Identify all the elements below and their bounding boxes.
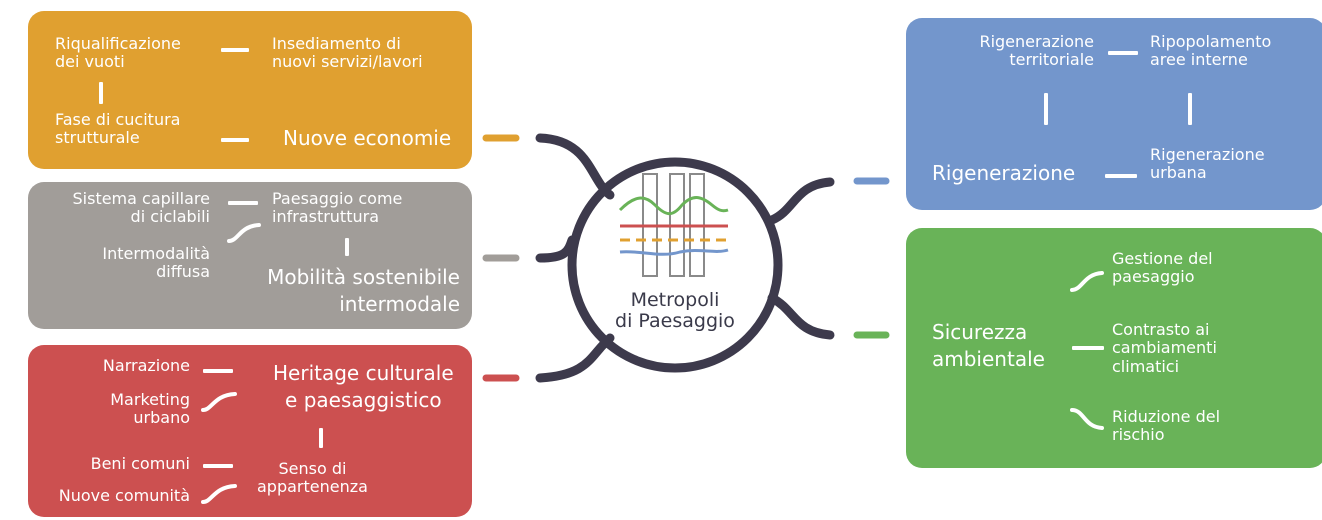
heritage-item-5: Senso di appartenenza [257, 459, 368, 497]
heritage-item-4: Nuove comunità [58, 486, 190, 505]
regeneration-title: Rigenerazione [932, 161, 1076, 185]
center-line1: Metropoli [630, 289, 720, 311]
economy-dash-1 [221, 48, 249, 52]
economy-title: Nuove economie [283, 126, 452, 150]
regeneration-vbar-2 [1188, 93, 1192, 125]
regeneration-item-3: Rigenerazione urbana [1150, 145, 1265, 183]
curve-economy [535, 133, 615, 200]
heritage-title: Heritage culturale e paesaggistico [273, 361, 454, 412]
mobility-item-3: Intermodalità diffusa [102, 244, 210, 282]
safety-item-1: Gestione del paesaggio [1112, 249, 1213, 287]
curve-regeneration [767, 177, 835, 225]
regeneration-dash-2 [1105, 174, 1137, 178]
regeneration-item-2: Ripopolamento aree interne [1150, 32, 1272, 70]
mobility-vbar [345, 238, 349, 256]
curve-safety [767, 293, 835, 340]
curve-mobility [535, 235, 577, 263]
heritage-dash-1 [203, 369, 233, 373]
safety-box [906, 228, 1322, 468]
regeneration-dash-1 [1108, 51, 1138, 55]
heritage-item-3: Beni comuni [90, 454, 190, 473]
economy-item-1: Riqualificazione dei vuoti [55, 34, 181, 72]
safety-item-3: Riduzione del rischio [1112, 407, 1221, 445]
heritage-vbar [319, 428, 323, 448]
mobility-box [28, 182, 472, 329]
heritage-box [28, 345, 472, 517]
mobility-item-1: Sistema capillare di ciclabili [72, 189, 211, 227]
heritage-curve-connector-2 [201, 484, 237, 504]
heritage-item-2: Marketing urbano [110, 390, 190, 428]
metropoli-logo-icon [618, 173, 729, 277]
safety-curve-connector-1 [1070, 271, 1104, 292]
heritage-curve-connector-1 [201, 392, 237, 412]
economy-vbar [99, 82, 103, 104]
regeneration-box [906, 18, 1322, 210]
economy-dash-2 [221, 138, 249, 142]
mobility-title: Mobilità sostenibile intermodale [267, 265, 460, 316]
heritage-item-1: Narrazione [102, 356, 190, 375]
mobility-dash-1 [228, 201, 258, 205]
regeneration-item-1: Rigenerazione territoriale [979, 32, 1094, 70]
curve-heritage [535, 333, 615, 383]
center-title: Metropoli di Paesaggio [610, 290, 740, 332]
heritage-dash-2 [203, 464, 233, 468]
economy-item-3: Fase di cucitura strutturale [55, 110, 181, 148]
safety-item-2: Contrasto ai cambiamenti climatici [1112, 320, 1217, 376]
center-line2: di Paesaggio [615, 309, 735, 332]
safety-curve-connector-2 [1070, 408, 1104, 430]
regeneration-vbar-1 [1044, 93, 1048, 125]
safety-dash [1072, 346, 1104, 350]
safety-title: Sicurezza ambientale [932, 320, 1045, 371]
hub-ring [567, 157, 783, 373]
mobility-curve-connector [227, 223, 261, 243]
economy-item-2: Insediamento di nuovi servizi/lavori [272, 34, 423, 72]
mobility-item-2: Paesaggio come infrastruttura [272, 189, 403, 227]
